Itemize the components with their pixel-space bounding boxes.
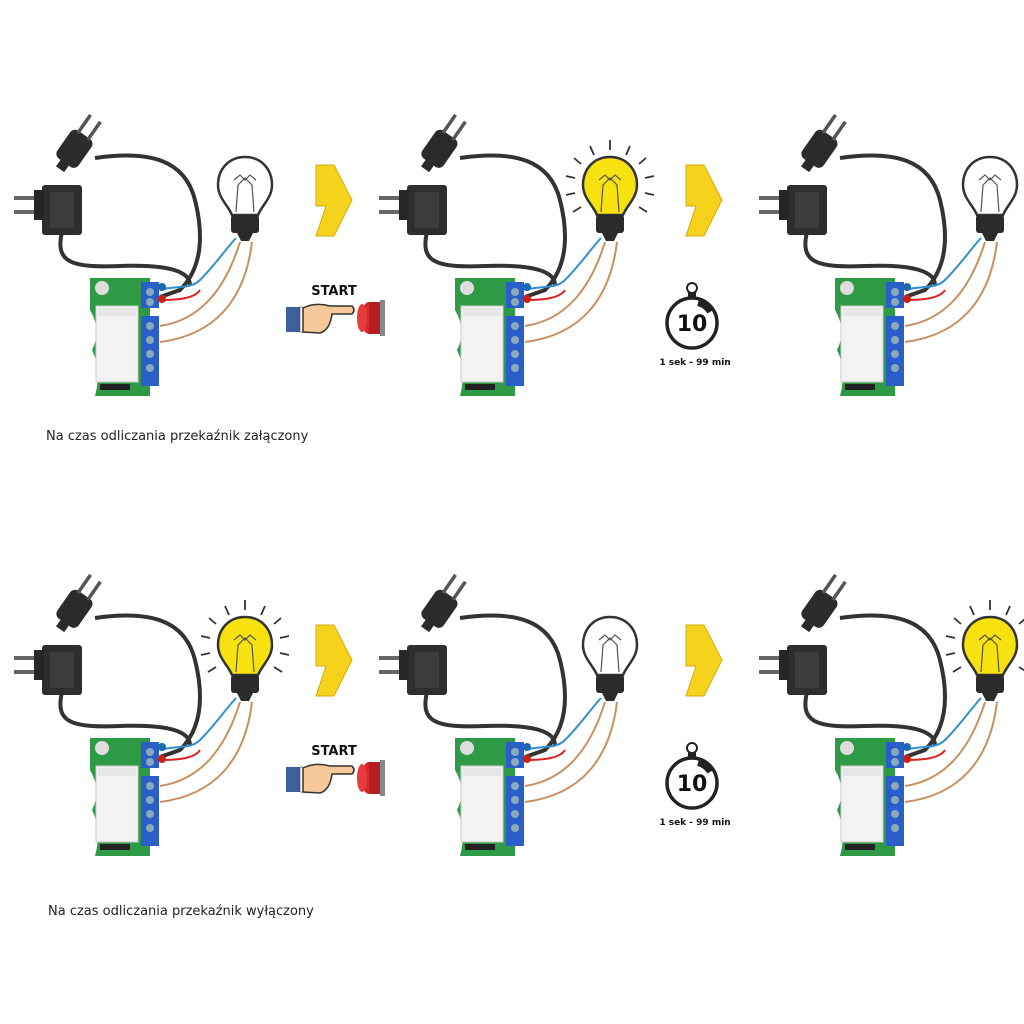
start-label: START <box>311 744 357 759</box>
bulb-on-icon <box>564 138 656 243</box>
relay-board-plug-adapter <box>757 569 999 858</box>
bulb-off-icon <box>216 155 274 243</box>
wiring-panel-2 <box>377 569 639 858</box>
wiring-panel-2 <box>377 109 656 399</box>
wiring-panel-3 <box>757 569 1024 858</box>
timer-value: 10 <box>677 312 708 337</box>
timer-value: 10 <box>677 772 708 797</box>
relay-board-plug-adapter <box>12 109 254 399</box>
caption-relay-on: Na czas odliczania przekaźnik załączony <box>46 429 309 444</box>
bulb-off-icon <box>961 155 1019 243</box>
start-button-icon <box>285 759 386 797</box>
relay-board-plug-adapter <box>377 569 619 858</box>
arrow-right-icon <box>685 164 723 237</box>
arrow-right-icon <box>685 624 723 697</box>
relay-board-plug-adapter <box>377 109 619 399</box>
wiring-panel-1 <box>12 569 291 858</box>
start-button-icon <box>285 299 386 337</box>
timer-range: 1 sek - 99 min <box>659 818 730 828</box>
arrow-right-icon <box>315 164 353 237</box>
relay-board-plug-adapter <box>757 109 999 399</box>
arrow-right-icon <box>315 624 353 697</box>
start-label: START <box>311 284 357 299</box>
bulb-on-icon <box>199 598 291 703</box>
relay-board-plug-adapter <box>12 569 254 858</box>
caption-relay-off: Na czas odliczania przekaźnik wyłączony <box>48 904 314 919</box>
row-2: START 10 1 sek - 99 min <box>12 569 1024 858</box>
bulb-on-icon <box>944 598 1024 703</box>
wiring-panel-3 <box>757 109 1019 399</box>
bulb-off-icon <box>581 615 639 703</box>
wiring-panel-1 <box>12 109 274 399</box>
row-1: START 10 1 sek - 99 min <box>12 109 1019 399</box>
timer-range: 1 sek - 99 min <box>659 358 730 368</box>
